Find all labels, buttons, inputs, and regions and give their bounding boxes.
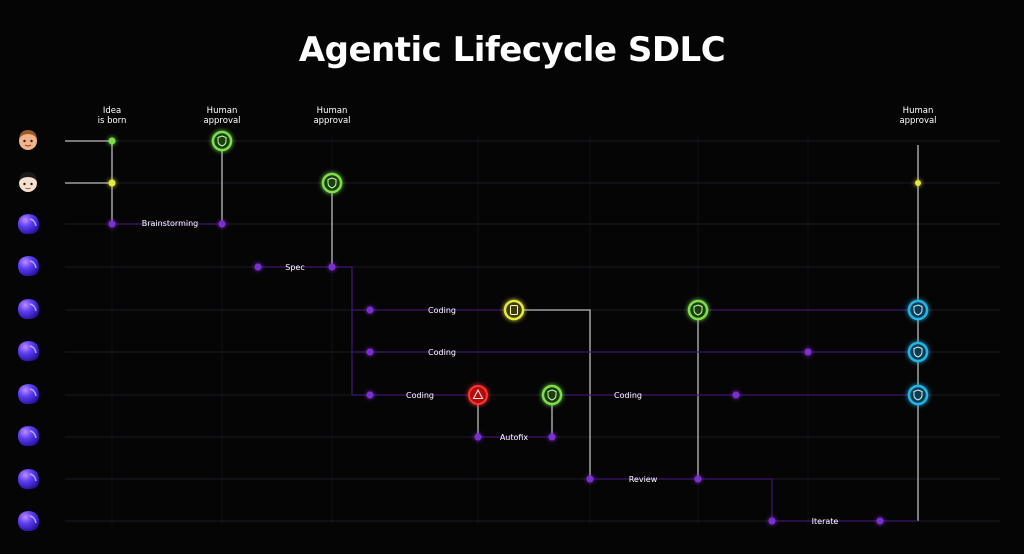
flow-dot bbox=[366, 348, 374, 356]
flow-dot bbox=[804, 348, 812, 356]
flow-dot bbox=[366, 306, 374, 314]
milestone-idea-line2: is born bbox=[98, 116, 127, 126]
shield-check-icon bbox=[913, 346, 923, 358]
review-node bbox=[503, 299, 525, 321]
agent-avatar-icon bbox=[17, 384, 39, 405]
stage-label-coding: Coding bbox=[406, 391, 434, 400]
shield-check-icon bbox=[913, 304, 923, 316]
agent-avatar-icon bbox=[17, 469, 39, 490]
agent-avatar-icon bbox=[17, 511, 39, 532]
connectors bbox=[65, 140, 919, 521]
agent-avatar-icon bbox=[17, 341, 39, 362]
flow-dot bbox=[876, 517, 884, 525]
stage-label-autofix: Autofix bbox=[500, 433, 529, 442]
lane-lines bbox=[65, 140, 1000, 522]
milestone-approval-3-line2: approval bbox=[899, 116, 936, 126]
milestone-idea-line1: Idea bbox=[103, 106, 121, 116]
flow-dot bbox=[366, 391, 374, 399]
final-approval-node bbox=[907, 341, 929, 363]
flow-dot bbox=[586, 475, 594, 483]
error-node bbox=[468, 385, 488, 405]
stage-label-brainstorming: Brainstorming bbox=[142, 219, 198, 228]
agent-avatar-icon bbox=[17, 299, 39, 320]
shield-check-icon bbox=[217, 135, 227, 147]
page-title: Agentic Lifecycle SDLC bbox=[298, 30, 726, 70]
stage-label-coding: Coding bbox=[428, 306, 456, 315]
human-avatar-icon bbox=[19, 172, 37, 192]
flow-dot bbox=[768, 517, 776, 525]
approval-node bbox=[541, 384, 563, 406]
human-avatar-icon bbox=[19, 130, 37, 150]
shield-check-icon bbox=[693, 304, 703, 316]
agent-avatar-icon bbox=[17, 256, 39, 277]
idea-dot bbox=[108, 137, 116, 145]
flow-lines bbox=[112, 223, 918, 522]
approval-node bbox=[321, 172, 343, 194]
idea-dot bbox=[108, 179, 116, 187]
stage-label-iterate: Iterate bbox=[812, 517, 839, 526]
shield-check-icon bbox=[327, 177, 337, 189]
milestone-approval-2-line1: Human bbox=[317, 106, 348, 116]
agent-avatar-icon bbox=[17, 214, 39, 235]
milestone-approval-3-line1: Human bbox=[903, 106, 934, 116]
flow-dots bbox=[108, 137, 921, 525]
final-approval-node bbox=[907, 299, 929, 321]
stage-label-coding: Coding bbox=[428, 348, 456, 357]
stage-label-spec: Spec bbox=[285, 263, 304, 272]
flow-dot bbox=[474, 433, 482, 441]
flow-dot bbox=[694, 475, 702, 483]
document-icon bbox=[510, 305, 518, 315]
shield-check-icon bbox=[913, 389, 923, 401]
stage-label-coding: Coding bbox=[614, 391, 642, 400]
approval-dot bbox=[915, 180, 921, 186]
flow-dot bbox=[108, 220, 116, 228]
approval-node bbox=[687, 299, 709, 321]
milestone-approval-1-line2: approval bbox=[203, 116, 240, 126]
shield-check-icon bbox=[547, 389, 557, 401]
flow-dot bbox=[218, 220, 226, 228]
approval-node bbox=[211, 130, 233, 152]
milestone-approval-2-line2: approval bbox=[313, 116, 350, 126]
final-approval-node bbox=[907, 384, 929, 406]
stage-label-review: Review bbox=[629, 475, 658, 484]
milestone-approval-1-line1: Human bbox=[207, 106, 238, 116]
flow-dot bbox=[328, 263, 336, 271]
flow-dot bbox=[254, 263, 262, 271]
flow-dot bbox=[732, 391, 740, 399]
grid-lines bbox=[111, 135, 809, 525]
flow-dot bbox=[548, 433, 556, 441]
warning-triangle-icon bbox=[472, 388, 484, 400]
agent-avatar-icon bbox=[17, 426, 39, 447]
